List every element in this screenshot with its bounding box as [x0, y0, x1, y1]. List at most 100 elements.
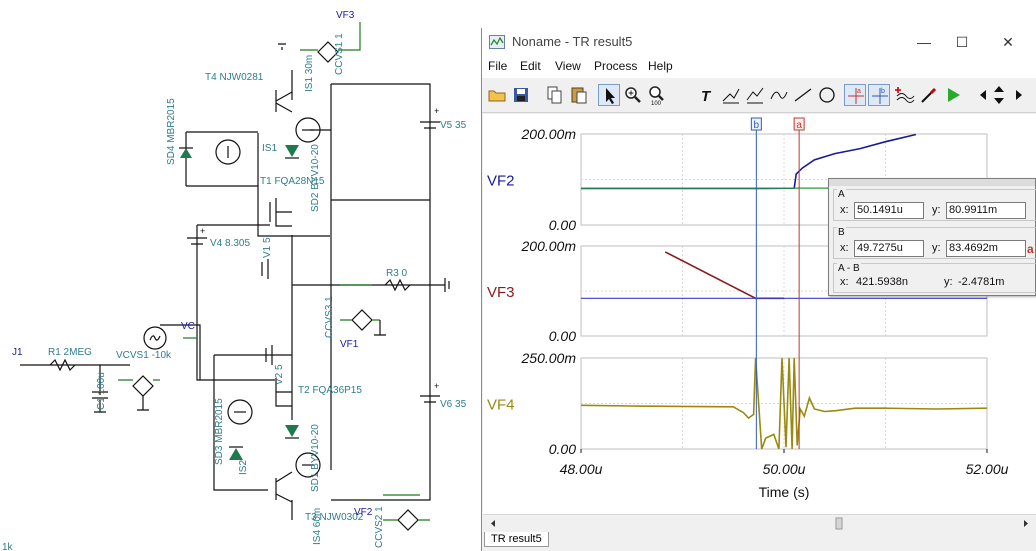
line-tool-icon[interactable]: [792, 84, 814, 106]
cursor-ab-group: A - B x: 421.5938n y: -2.4781m: [833, 263, 1036, 293]
label-1k: 1k: [2, 542, 14, 551]
label-sd4: SD4 MBR2015: [166, 98, 177, 165]
label-is1-30m: IS1 30m: [304, 55, 315, 92]
label-ccvs21: CCVS2 1: [374, 506, 385, 548]
label-sd3: SD3 MBR2015: [214, 398, 225, 465]
svg-text:a: a: [857, 88, 861, 95]
toolbar: 100 T a b: [482, 80, 1036, 113]
horizontal-scrollbar[interactable]: [483, 514, 1036, 532]
svg-text:b: b: [881, 88, 885, 95]
label-v6: V6 35: [440, 399, 467, 410]
cursor-b-x-label: x:: [840, 242, 849, 254]
cursor-a-x-label: x:: [840, 204, 849, 216]
svg-text:T: T: [701, 88, 712, 105]
cursor-ab-y-value: -2.4781m: [958, 276, 1005, 288]
title-bar[interactable]: Noname - TR result5 — ☐ ✕: [482, 28, 1036, 56]
label-r3: R3 0: [386, 268, 408, 279]
open-folder-icon[interactable]: [486, 84, 508, 106]
label-sd1: SD1 BYV10-20: [310, 424, 321, 492]
scroll-right-arrow-icon: [1024, 520, 1028, 527]
panel-label-vf3: VF3: [487, 284, 515, 301]
y-tick-bottom-vf2: 0.00: [549, 217, 576, 233]
result-tab-bar: TR result5: [482, 531, 1036, 551]
cursor-ab-x-label: x:: [840, 276, 849, 288]
copy-icon[interactable]: [544, 84, 566, 106]
schematic-canvas[interactable]: + + + VF3 CCVS1 1 IS1 30m T4 NJW0281 SD4…: [0, 0, 480, 551]
minimize-button[interactable]: —: [917, 34, 931, 50]
cursor-b-y-field[interactable]: 83.4692m: [946, 240, 1026, 257]
label-j1: J1: [12, 347, 23, 358]
scrollbar-thumb: [835, 517, 843, 530]
cursor-a-y-field[interactable]: 80.9911m: [946, 202, 1026, 219]
x-axis-title: Time (s): [759, 484, 810, 500]
svg-text:+: +: [434, 106, 439, 116]
waveform-a-icon[interactable]: [768, 84, 790, 106]
y-tick-top-vf3: 200.00m: [521, 238, 577, 254]
svg-text:a: a: [1027, 242, 1034, 256]
trace-a-icon[interactable]: [720, 84, 742, 106]
label-t3: T3 NJW0302: [305, 512, 364, 523]
svg-text:+: +: [200, 226, 205, 236]
label-ccvs11: CCVS1 1: [334, 33, 345, 75]
cursor-ab-x-value: 421.5938n: [856, 276, 908, 288]
label-vf1: VF1: [340, 339, 359, 350]
cursor-a-y-label: y:: [932, 204, 941, 216]
cursor-b-icon[interactable]: b: [868, 84, 890, 106]
label-c1: C1 100u: [96, 372, 107, 410]
zoom-100-icon[interactable]: 100: [646, 84, 668, 106]
label-t1: T1 FQA28N15: [260, 176, 325, 187]
scroll-up-down-icon[interactable]: [988, 84, 1006, 106]
transient-chart[interactable]: 200.00m0.00VF2200.00m0.00VF3250.00m0.00V…: [483, 114, 1036, 514]
menu-help[interactable]: Help: [648, 59, 673, 73]
x-tick-label: 50.00u: [763, 461, 806, 477]
label-ccvs31: CCVS3 1: [324, 296, 335, 338]
tab-tr-result5[interactable]: TR result5: [484, 532, 549, 547]
text-tool-icon[interactable]: T: [696, 84, 718, 106]
svg-text:100: 100: [651, 101, 662, 106]
menu-edit[interactable]: Edit: [520, 59, 541, 73]
tr-result-window: Noname - TR result5 — ☐ ✕ File Edit View…: [481, 28, 1036, 551]
trace-b-icon[interactable]: [744, 84, 766, 106]
y-tick-top-vf4: 250.00m: [521, 350, 577, 366]
y-tick-bottom-vf4: 0.00: [549, 441, 576, 457]
menu-process[interactable]: Process: [594, 59, 638, 73]
label-t4: T4 NJW0281: [205, 72, 264, 83]
close-button[interactable]: ✕: [1002, 34, 1014, 50]
panel-caption[interactable]: [829, 179, 1035, 186]
cursor-b-flag: [750, 117, 762, 131]
save-disk-icon[interactable]: [510, 84, 532, 106]
series-vf4: [580, 357, 988, 450]
app-waveform-icon: [489, 35, 505, 49]
cursor-a-marker-icon[interactable]: a: [1027, 240, 1036, 257]
cursor-b-y-label: y:: [932, 242, 941, 254]
label-r1: R1 2MEG: [48, 347, 92, 358]
label-vf3: VF3: [336, 10, 355, 21]
x-tick-label: 52.00u: [966, 461, 1009, 477]
menu-file[interactable]: File: [488, 59, 508, 73]
scroll-left-icon[interactable]: [972, 84, 986, 106]
cursor-ab-label: A - B: [837, 263, 861, 274]
label-t2: T2 FQA36P15: [298, 385, 362, 396]
menu-view[interactable]: View: [555, 59, 581, 73]
paste-icon[interactable]: [568, 84, 590, 106]
maximize-button[interactable]: ☐: [955, 34, 969, 50]
cursor-a-x-field[interactable]: 50.1491u: [854, 202, 924, 219]
label-is2: IS2: [238, 460, 249, 475]
zoom-in-icon[interactable]: [622, 84, 644, 106]
y-tick-top-vf2: 200.00m: [521, 126, 577, 142]
cursor-readout-panel[interactable]: A x: 50.1491u y: 80.9911m B x: 49.7275u …: [828, 178, 1036, 296]
scroll-left-arrow-icon: [491, 520, 495, 527]
label-sd2: SD2 BYV10-20: [310, 144, 321, 212]
probe-icon[interactable]: [918, 84, 940, 106]
cursor-b-label: B: [837, 227, 846, 238]
label-v5: V5 35: [440, 120, 467, 131]
scroll-right-icon[interactable]: [1008, 84, 1022, 106]
cursor-b-x-field[interactable]: 49.7275u: [854, 240, 924, 257]
circle-tool-icon[interactable]: [816, 84, 838, 106]
cursor-a-icon[interactable]: a: [844, 84, 866, 106]
pointer-arrow-icon[interactable]: [598, 84, 620, 106]
run-play-icon[interactable]: [942, 84, 964, 106]
add-curve-icon[interactable]: [894, 84, 916, 106]
window-title: Noname - TR result5: [512, 34, 633, 49]
